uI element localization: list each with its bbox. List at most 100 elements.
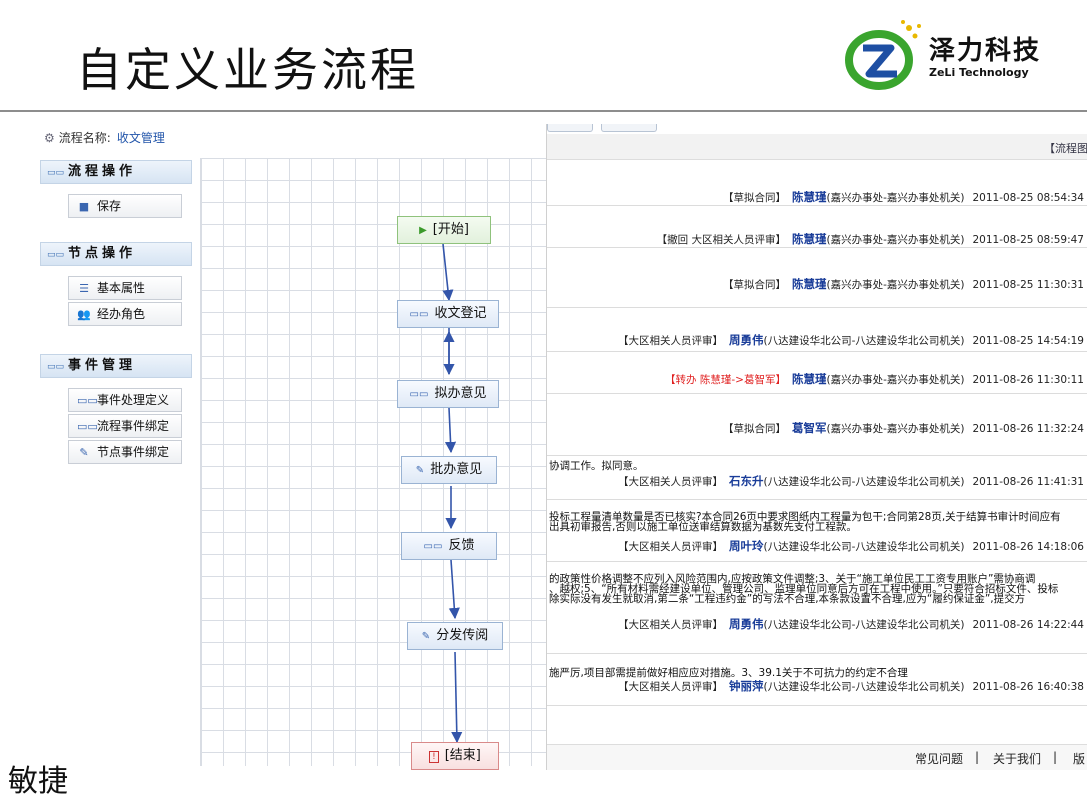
log-entry-comment: 、越权;5、“所有材料需经建设单位、管理公司、监理单位同意后方可在工程中使用。”…	[549, 583, 1059, 595]
log-entry-comment: 施严厉,项目部需提前做好相应应对措施。3、39.1关于不可抗力的约定不合理	[549, 667, 908, 679]
page-footer: 常见问题 | 关于我们 | 版	[547, 744, 1087, 770]
log-entry-time: 2011-08-26 16:40:38	[972, 681, 1084, 693]
basic-properties-button[interactable]: ☰基本属性	[68, 276, 182, 300]
log-entry-org: (嘉兴办事处-嘉兴办事处机关)	[826, 423, 965, 435]
log-tab[interactable]	[601, 124, 657, 132]
company-logo: 泽力科技 ZeLi Technology	[843, 18, 1073, 94]
log-entry-time: 2011-08-25 14:54:19	[972, 335, 1084, 347]
log-entry-meta: 【大区相关人员评审】石东升(八达建设华北公司-八达建设华北公司机关)2011-0…	[618, 473, 1084, 489]
node-icon: ▭▭	[47, 168, 65, 178]
log-entry-step: 【草拟合同】	[722, 192, 786, 204]
flow-name: ⚙流程名称:收文管理	[44, 129, 165, 146]
edit-icon: ✎	[421, 631, 431, 642]
flow-name-label: 流程名称:	[58, 131, 111, 145]
flow-node-receive-register[interactable]: ▭▭收文登记	[397, 300, 499, 328]
logo-text-en: ZeLi Technology	[929, 66, 1029, 79]
log-entry-user[interactable]: 陈慧瑾	[791, 190, 827, 204]
approval-log-panel: 【流程图 【草拟合同】陈慧瑾(嘉兴办事处-嘉兴办事处机关)2011-08-25 …	[546, 124, 1087, 770]
handler-roles-button[interactable]: 👥经办角色	[68, 302, 182, 326]
log-entry-org: (八达建设华北公司-八达建设华北公司机关)	[763, 681, 965, 693]
flow-node-start[interactable]: ▶[开始]	[397, 216, 491, 244]
log-entry-step: 【草拟合同】	[722, 279, 786, 291]
footer-separator: |	[1053, 750, 1058, 764]
log-entry-time: 2011-08-25 08:59:47	[972, 234, 1084, 246]
log-entry-user[interactable]: 陈慧瑾	[791, 232, 827, 246]
footer-separator: |	[975, 750, 980, 764]
log-entry-time: 2011-08-25 08:54:34	[972, 192, 1084, 204]
log-entry-meta: 【草拟合同】陈慧瑾(嘉兴办事处-嘉兴办事处机关) 2011-08-25 08:54…	[723, 189, 1084, 205]
log-entry-org: (八达建设华北公司-八达建设华北公司机关)	[763, 476, 965, 488]
flow-node-draft-opinion[interactable]: ▭▭拟办意见	[397, 380, 499, 408]
gear-icon: ⚙	[44, 131, 55, 145]
log-entry: 【草拟合同】葛智军(嘉兴办事处-嘉兴办事处机关)2011-08-26 11:32…	[547, 394, 1087, 456]
log-entry-user[interactable]: 周勇伟	[728, 617, 764, 631]
log-entry-step: 【大区相关人员评审】	[617, 619, 723, 631]
log-entry-user[interactable]: 周叶玲	[728, 539, 764, 553]
logo-text-cn: 泽力科技	[929, 36, 1042, 66]
node-icon: ▭▭	[77, 420, 98, 433]
log-entry-step: 【转办 陈慧瑾->葛智军】	[665, 374, 786, 386]
section-event-management: ▭▭事件管理	[40, 354, 192, 378]
node-event-binding-button[interactable]: ✎节点事件绑定	[68, 440, 182, 464]
log-entry-user[interactable]: 周勇伟	[728, 333, 764, 347]
log-entry-comment: 出具初审报告,否则以施工单位送审结算数据为基数先支付工程款。	[549, 521, 857, 533]
flow-canvas[interactable]: ▶[开始] ▭▭收文登记 ▭▭拟办意见 ✎批办意见 ▭▭反馈 ✎分发传阅 ![结…	[200, 158, 546, 770]
log-entry-meta: 【大区相关人员评审】周勇伟(八达建设华北公司-八达建设华北公司机关)2011-0…	[618, 616, 1084, 632]
event-handler-definition-button[interactable]: ▭▭事件处理定义	[68, 388, 182, 412]
log-entry-meta: 【转办 陈慧瑾->葛智军】陈慧瑾(嘉兴办事处-嘉兴办事处机关)2011-08-2…	[665, 371, 1084, 387]
node-icon: ▭▭	[77, 394, 98, 407]
log-entry-user[interactable]: 钟丽萍	[728, 679, 764, 693]
footer-about-link[interactable]: 关于我们	[993, 752, 1042, 766]
flow-event-binding-button[interactable]: ▭▭流程事件绑定	[68, 414, 182, 438]
node-icon: ▭▭	[409, 309, 429, 320]
slide-bottom-text: 敏捷	[8, 764, 68, 799]
alert-icon: !	[429, 751, 439, 763]
flow-node-distribute[interactable]: ✎分发传阅	[407, 622, 503, 650]
log-header: 【流程图	[547, 134, 1087, 160]
log-entry-step: 【大区相关人员评审】	[617, 681, 723, 693]
log-entry-user[interactable]: 陈慧瑾	[791, 277, 827, 291]
log-entry: 【转办 陈慧瑾->葛智军】陈慧瑾(嘉兴办事处-嘉兴办事处机关)2011-08-2…	[547, 352, 1087, 394]
log-entry-user[interactable]: 石东升	[728, 474, 764, 488]
log-entry-comment: 投标工程量清单数量是否已核实?本合同26页中要求图纸内工程量为包干;合同第28页…	[549, 511, 1061, 523]
node-icon: ▭▭	[423, 541, 443, 552]
log-entry-meta: 【草拟合同】葛智军(嘉兴办事处-嘉兴办事处机关)2011-08-26 11:32…	[723, 420, 1084, 436]
footer-faq-link[interactable]: 常见问题	[915, 752, 964, 766]
connector-distribute-to-end	[451, 651, 463, 744]
title-divider	[0, 110, 1087, 112]
flow-node-feedback[interactable]: ▭▭反馈	[401, 532, 497, 560]
users-icon: 👥	[77, 308, 91, 321]
slide-title: 自定义业务流程	[76, 43, 419, 97]
log-entry: 协调工作。拟同意。【大区相关人员评审】石东升(八达建设华北公司-八达建设华北公司…	[547, 456, 1087, 500]
section-node-operations: ▭▭节点操作	[40, 242, 192, 266]
log-entry-user[interactable]: 葛智军	[791, 421, 827, 435]
log-entry-meta: 【大区相关人员评审】周叶玲(八达建设华北公司-八达建设华北公司机关)2011-0…	[618, 538, 1084, 554]
footer-more-link[interactable]: 版	[1073, 752, 1086, 766]
flow-node-approval-opinion[interactable]: ✎批办意见	[401, 456, 497, 484]
log-entry-org: (八达建设华北公司-八达建设华北公司机关)	[763, 541, 965, 553]
log-entry-step: 【大区相关人员评审】	[617, 541, 723, 553]
log-entry-comment: 协调工作。拟同意。	[549, 460, 644, 472]
node-icon: ▭▭	[409, 389, 429, 400]
log-entry: 【撤回 大区相关人员评审】陈慧瑾(嘉兴办事处-嘉兴办事处机关)2011-08-2…	[547, 206, 1087, 248]
log-entry-user[interactable]: 陈慧瑾	[791, 372, 827, 386]
log-tab[interactable]	[547, 124, 593, 132]
log-entry-org: (嘉兴办事处-嘉兴办事处机关)	[826, 279, 965, 291]
log-entry: 【草拟合同】陈慧瑾(嘉兴办事处-嘉兴办事处机关) 2011-08-25 08:54…	[547, 160, 1087, 206]
logo-mark-icon	[845, 20, 921, 90]
save-button[interactable]: ■保存	[68, 194, 182, 218]
log-entry-time: 2011-08-26 11:30:11	[972, 374, 1084, 386]
flowchart-link[interactable]: 【流程图	[1044, 142, 1087, 155]
log-entry: 的政策性价格调整不应列入风险范围内,应按政策文件调整;3、关于“施工单位民工工资…	[547, 562, 1087, 654]
log-entry: 施严厉,项目部需提前做好相应应对措施。3、39.1关于不可抗力的约定不合理【大区…	[547, 654, 1087, 706]
log-entry: 【大区相关人员评审】周勇伟(八达建设华北公司-八达建设华北公司机关)2011-0…	[547, 308, 1087, 352]
log-entry-comment: 的政策性价格调整不应列入风险范围内,应按政策文件调整;3、关于“施工单位民工工资…	[549, 573, 1036, 585]
flow-node-end[interactable]: ![结束]	[411, 742, 499, 770]
log-entry-meta: 【大区相关人员评审】钟丽萍(八达建设华北公司-八达建设华北公司机关) 2011-0…	[618, 678, 1084, 694]
play-icon: ▶	[419, 225, 427, 236]
log-entry-org: (嘉兴办事处-嘉兴办事处机关)	[826, 192, 965, 204]
connector-start-to-receive	[442, 243, 454, 302]
connector-draft-to-approve	[444, 407, 457, 454]
log-entry: 【草拟合同】陈慧瑾(嘉兴办事处-嘉兴办事处机关)2011-08-25 11:30…	[547, 248, 1087, 308]
log-entry-comment: 除实际没有发生就取消,第二条“工程违约金”的写法不合理,本条款设置不合理,应为“…	[549, 593, 1026, 605]
